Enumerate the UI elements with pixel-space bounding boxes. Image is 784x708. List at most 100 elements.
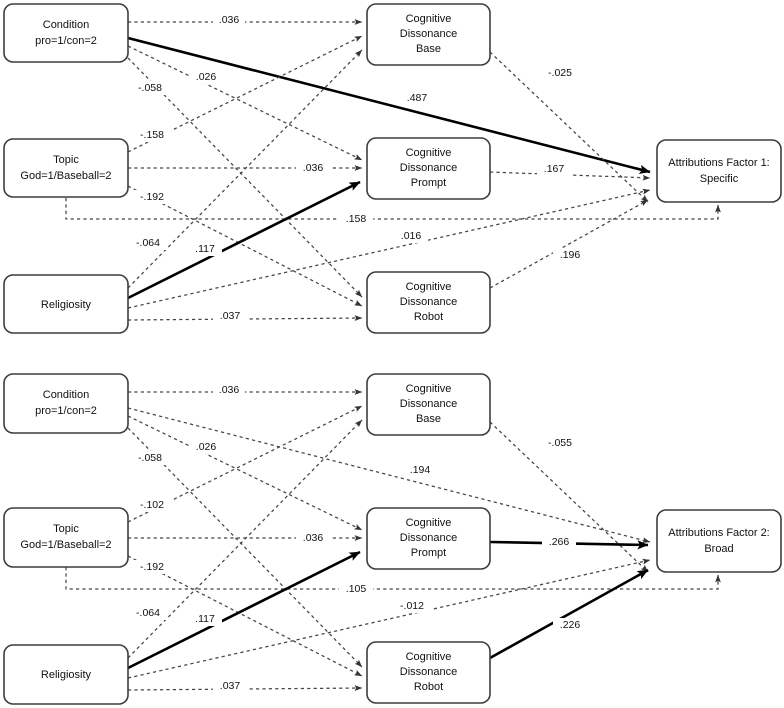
node-topic-line2-2: God=1/Baseball=2 bbox=[20, 539, 111, 551]
node-cd-prompt-1[interactable]: Cognitive Dissonance Prompt bbox=[366, 137, 491, 200]
node-cd-robot-line1-2: Cognitive bbox=[406, 651, 452, 663]
node-cd-robot-1[interactable]: Cognitive Dissonance Robot bbox=[366, 271, 491, 334]
path2-cd-robot-to-outcome bbox=[489, 568, 649, 660]
node-religiosity-1[interactable]: Religiosity bbox=[3, 274, 129, 334]
path2-condition-to-cd-robot bbox=[127, 427, 363, 668]
node-cd-prompt-line1: Cognitive bbox=[406, 147, 452, 159]
node-outcome-line2: Specific bbox=[700, 173, 739, 185]
node-religiosity-line1-2: Religiosity bbox=[41, 669, 92, 681]
node-outcome-rect-2 bbox=[656, 509, 782, 573]
node-cd-base-2[interactable]: Cognitive Dissonance Base bbox=[366, 373, 491, 436]
node-religiosity-line1: Religiosity bbox=[41, 299, 92, 311]
edge-labels-panel-2: .036 .026 -.058 .194 -.102 .036 -.192 .1… bbox=[129, 383, 587, 693]
node-topic-line1: Topic bbox=[53, 154, 79, 166]
path-cd-prompt-to-outcome bbox=[489, 171, 651, 181]
edge-label-cd-robot-outcome: .196 bbox=[560, 249, 581, 261]
node-cd-base-line2: Dissonance bbox=[400, 28, 457, 40]
path-topic-to-cd-base bbox=[127, 35, 363, 153]
path-religiosity-to-cd-prompt bbox=[127, 180, 361, 300]
node-cd-prompt-rect-2 bbox=[366, 507, 491, 570]
node-cd-base-line1-2: Cognitive bbox=[406, 383, 452, 395]
panel-1: Condition pro=1/con=2 Topic God=1/Baseba… bbox=[3, 3, 782, 334]
node-cd-prompt-line3: Prompt bbox=[411, 177, 446, 189]
node-cd-robot-rect-2 bbox=[366, 641, 491, 704]
node-cd-base-1[interactable]: Cognitive Dissonance Base bbox=[366, 3, 491, 66]
node-outcome-line1: Attributions Factor 1: bbox=[668, 157, 770, 169]
panel-2: Condition pro=1/con=2 Topic God=1/Baseba… bbox=[3, 373, 782, 705]
path2-religiosity-to-cd-prompt bbox=[127, 550, 361, 670]
node-religiosity-2[interactable]: Religiosity bbox=[3, 644, 129, 705]
node-cd-robot-line2-2: Dissonance bbox=[400, 666, 457, 678]
node-cd-robot-line3: Robot bbox=[414, 311, 443, 323]
node-cd-robot-2[interactable]: Cognitive Dissonance Robot bbox=[366, 641, 491, 704]
edge-label-religiosity-cd-base: -.064 bbox=[136, 237, 160, 249]
node-cd-prompt-line3-2: Prompt bbox=[411, 547, 446, 559]
node-condition-rect-2 bbox=[3, 373, 129, 434]
edge-label2-topic-cd-prompt: .036 bbox=[303, 532, 324, 544]
edge-label2-topic-outcome: .105 bbox=[346, 583, 367, 595]
path-topic-to-outcome bbox=[65, 198, 721, 220]
edge-label2-condition-cd-base: .036 bbox=[219, 384, 240, 396]
node-cd-base-rect bbox=[366, 3, 491, 66]
node-cd-prompt-rect bbox=[366, 137, 491, 200]
edge-label2-cd-prompt-outcome: .266 bbox=[549, 536, 570, 548]
node-cd-robot-rect bbox=[366, 271, 491, 334]
path2-topic-to-cd-base bbox=[127, 405, 363, 523]
node-outcome-line1-2: Attributions Factor 2: bbox=[668, 527, 770, 539]
node-condition-line2: pro=1/con=2 bbox=[35, 35, 97, 47]
edge-label-cd-prompt-outcome: .167 bbox=[544, 163, 565, 175]
edge-label2-topic-cd-robot: -.192 bbox=[140, 561, 164, 573]
edge-label-condition-cd-base: .036 bbox=[219, 14, 240, 26]
path-cd-robot-to-outcome bbox=[489, 199, 649, 289]
node-cd-base-rect-2 bbox=[366, 373, 491, 436]
node-religiosity-rect bbox=[3, 274, 129, 334]
edge-label-topic-outcome: .158 bbox=[346, 213, 367, 225]
node-condition-line1-2: Condition bbox=[43, 389, 89, 401]
path2-condition-to-cd-prompt bbox=[127, 415, 363, 531]
node-condition-1[interactable]: Condition pro=1/con=2 bbox=[3, 3, 129, 63]
node-cd-base-line3-2: Base bbox=[416, 413, 441, 425]
node-condition-line2-2: pro=1/con=2 bbox=[35, 405, 97, 417]
node-outcome-1[interactable]: Attributions Factor 1: Specific bbox=[656, 139, 782, 203]
edge-label2-religiosity-cd-prompt: .117 bbox=[195, 613, 215, 625]
node-cd-prompt-line1-2: Cognitive bbox=[406, 517, 452, 529]
path2-topic-to-outcome bbox=[65, 567, 721, 590]
edge-label-cd-base-outcome: -.025 bbox=[548, 67, 572, 79]
edge-label-topic-cd-base: -.158 bbox=[140, 129, 164, 141]
edge-label2-condition-outcome: .194 bbox=[410, 464, 431, 476]
node-outcome-2[interactable]: Attributions Factor 2: Broad bbox=[656, 509, 782, 573]
node-cd-base-line2-2: Dissonance bbox=[400, 398, 457, 410]
node-topic-2[interactable]: Topic God=1/Baseball=2 bbox=[3, 507, 129, 568]
edge-label-condition-cd-prompt: .026 bbox=[196, 71, 217, 83]
node-religiosity-rect-2 bbox=[3, 644, 129, 705]
edge-label-religiosity-outcome: .016 bbox=[401, 230, 422, 242]
path2-religiosity-to-cd-base bbox=[127, 419, 363, 659]
node-cd-prompt-2[interactable]: Cognitive Dissonance Prompt bbox=[366, 507, 491, 570]
node-condition-2[interactable]: Condition pro=1/con=2 bbox=[3, 373, 129, 434]
node-condition-rect bbox=[3, 3, 129, 63]
edge-label2-cd-robot-outcome: .226 bbox=[560, 619, 581, 631]
node-outcome-rect bbox=[656, 139, 782, 203]
node-cd-robot-line1: Cognitive bbox=[406, 281, 452, 293]
edge-label2-religiosity-cd-robot: .037 bbox=[220, 680, 241, 692]
path2-cd-base-to-outcome bbox=[489, 421, 649, 573]
path-condition-to-cd-prompt bbox=[127, 45, 363, 161]
path-condition-to-cd-robot bbox=[127, 57, 363, 298]
edge-label-topic-cd-robot: -.192 bbox=[140, 191, 164, 203]
edge-label-religiosity-cd-prompt: .117 bbox=[195, 243, 215, 255]
edge-labels-panel-1: .036 .026 -.058 .487 -.158 .036 -.192 .1… bbox=[129, 13, 587, 323]
edge-label2-condition-cd-robot: -.058 bbox=[138, 452, 162, 464]
node-condition-line1: Condition bbox=[43, 19, 89, 31]
path2-condition-to-outcome bbox=[127, 407, 651, 543]
node-topic-line2: God=1/Baseball=2 bbox=[20, 170, 111, 182]
node-cd-robot-line2: Dissonance bbox=[400, 296, 457, 308]
edge-label2-condition-cd-prompt: .026 bbox=[196, 441, 217, 453]
path-religiosity-to-cd-base bbox=[127, 49, 363, 289]
node-topic-1[interactable]: Topic God=1/Baseball=2 bbox=[3, 138, 129, 198]
node-cd-base-line3: Base bbox=[416, 43, 441, 55]
path-cd-base-to-outcome bbox=[489, 51, 649, 203]
edge-label-religiosity-cd-robot: .037 bbox=[220, 310, 241, 322]
node-topic-line1-2: Topic bbox=[53, 523, 79, 535]
